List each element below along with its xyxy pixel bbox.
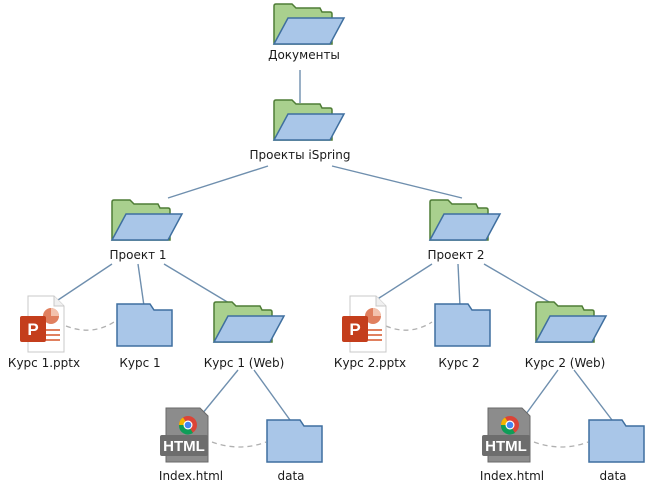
- label-course2[interactable]: Курс 2: [438, 356, 480, 370]
- label-data1[interactable]: data: [277, 469, 305, 483]
- html-file-icon[interactable]: [159, 407, 209, 463]
- link-project2-course2: [457, 263, 461, 307]
- link-project1-pptx: [57, 263, 113, 301]
- link-web1-data: [253, 369, 291, 421]
- label-ispring-projects[interactable]: Проекты iSpring: [249, 148, 351, 162]
- folder-closed-icon[interactable]: [588, 419, 645, 463]
- label-course2-web[interactable]: Курс 2 (Web): [524, 356, 606, 370]
- link-ispring-project1: [167, 165, 269, 199]
- label-documents[interactable]: Документы: [268, 48, 340, 62]
- label-course1-web[interactable]: Курс 1 (Web): [203, 356, 285, 370]
- folder-open-icon[interactable]: [111, 199, 183, 241]
- folder-open-icon[interactable]: [429, 199, 501, 241]
- dashed-index2-data2: [533, 441, 589, 448]
- powerpoint-file-icon[interactable]: [341, 295, 387, 353]
- link-web2-index: [525, 369, 559, 415]
- label-index2[interactable]: Index.html: [479, 469, 545, 483]
- link-ispring-project2: [331, 165, 463, 199]
- powerpoint-file-icon[interactable]: [19, 295, 65, 353]
- folder-open-icon[interactable]: [273, 99, 345, 141]
- folder-open-icon[interactable]: [213, 301, 285, 343]
- label-data2[interactable]: data: [599, 469, 627, 483]
- link-web1-index: [201, 369, 239, 415]
- tree-connectors: [57, 70, 613, 421]
- folder-open-icon[interactable]: [535, 301, 607, 343]
- label-course2-pptx[interactable]: Курс 2.pptx: [333, 356, 407, 370]
- label-index1[interactable]: Index.html: [158, 469, 224, 483]
- html-file-icon[interactable]: [481, 407, 531, 463]
- label-project2[interactable]: Проект 2: [427, 248, 485, 262]
- dashed-links: [65, 321, 589, 448]
- link-project2-pptx: [375, 263, 433, 301]
- link-project1-course1: [137, 263, 145, 307]
- dashed-index1-data1: [211, 441, 267, 448]
- folder-open-icon[interactable]: [273, 3, 345, 45]
- link-web2-data: [573, 369, 613, 421]
- link-project1-web: [163, 263, 235, 307]
- folder-closed-icon[interactable]: [116, 303, 173, 347]
- folder-closed-icon[interactable]: [266, 419, 323, 463]
- folder-closed-icon[interactable]: [434, 303, 491, 347]
- link-project2-web: [483, 263, 557, 307]
- label-project1[interactable]: Проект 1: [109, 248, 167, 262]
- dashed-pptx1-course1: [65, 321, 115, 331]
- dashed-pptx2-course2: [385, 321, 433, 331]
- label-course1-pptx[interactable]: Курс 1.pptx: [7, 356, 81, 370]
- label-course1[interactable]: Курс 1: [119, 356, 161, 370]
